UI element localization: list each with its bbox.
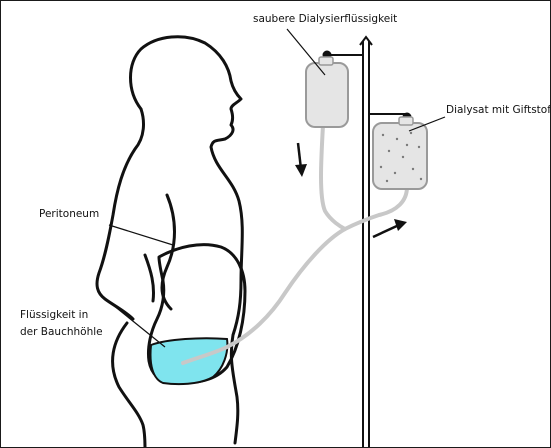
abdominal-fluid-label: Flüssigkeit in der Bauchhöhle bbox=[20, 309, 103, 339]
abdominal-fluid-label-line1: Flüssigkeit in bbox=[20, 309, 103, 322]
buttock-outline bbox=[113, 323, 145, 448]
arrow-down-icon bbox=[295, 143, 307, 177]
peritoneum-label: Peritoneum bbox=[39, 208, 99, 221]
clean-fluid-bag bbox=[306, 57, 348, 127]
iv-pole bbox=[360, 37, 372, 447]
arrow-up-right-icon bbox=[373, 219, 407, 237]
dialysate-bag bbox=[373, 117, 427, 189]
clean-fluid-label: saubere Dialysierflüssigkeit bbox=[253, 13, 397, 26]
dialysate-label: Dialysat mit Giftstoffen bbox=[446, 104, 551, 117]
arm-inner-outline bbox=[145, 255, 154, 301]
abdominal-fluid-label-line2: der Bauchhöhle bbox=[20, 326, 103, 339]
person-outline bbox=[97, 37, 245, 448]
back-lower-outline bbox=[97, 109, 143, 319]
